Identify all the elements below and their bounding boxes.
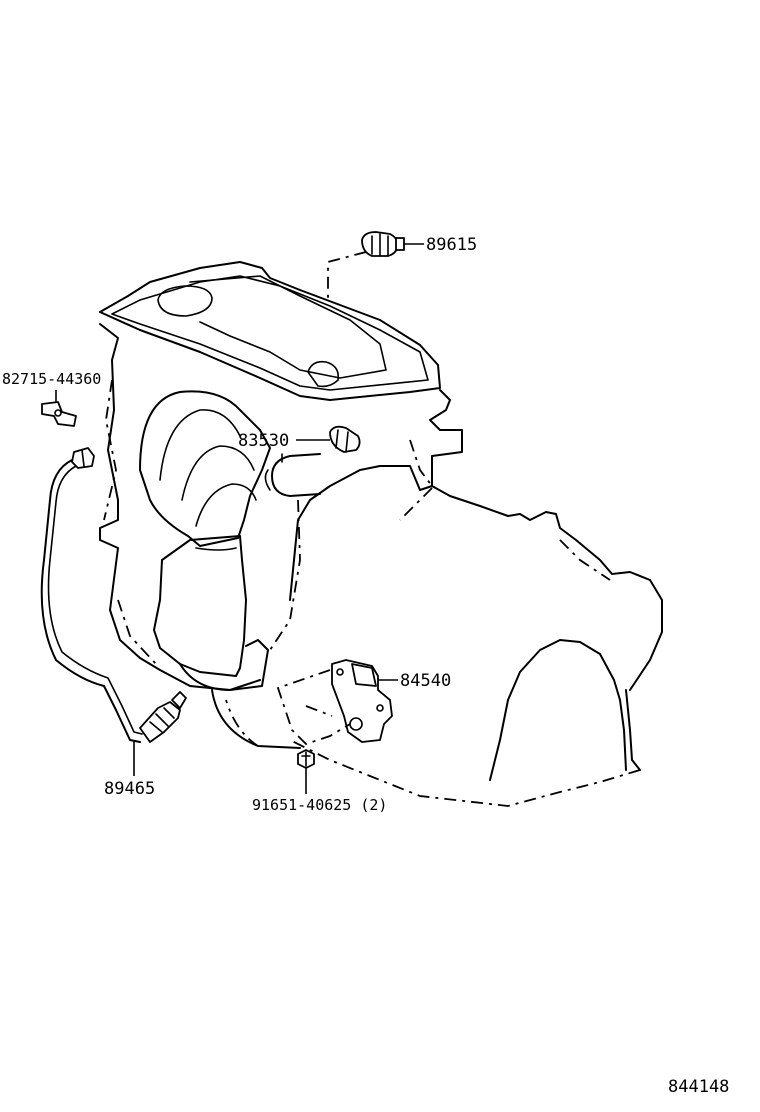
part-83530: 83530 [238,425,361,463]
switch-84540-hole-right [376,704,384,712]
part-84540: 84540 [276,659,451,746]
sensor-89465-tip [171,691,187,709]
pipe-flange [211,689,301,749]
part-91651: 91651-40625 (2) [252,749,387,814]
switch-84540-connector [351,663,377,687]
connector-89465-detail [81,449,85,467]
exhaust-manifold [139,390,271,547]
sensor-89615-hex [371,233,389,257]
head-cover [99,261,441,401]
part-89615: 89615 [327,231,477,300]
leader-89615-hidden [327,251,367,300]
pipe-hidden [225,699,259,747]
manifold-runner-1 [159,409,241,481]
exhaust-pipe [179,639,269,691]
switch-84540-hidden-box [276,669,351,746]
transmission-top [431,485,663,691]
part-89465: 89465 [40,447,187,799]
switch-84540-hole-top [336,668,344,676]
switch-84540-hidden-axis [305,705,333,717]
transmission-hidden-bottom [289,739,641,807]
converter-shield [195,547,237,551]
switch-84540-body [331,659,393,743]
bracket-hole [54,409,62,417]
switch-83530-hex [335,429,349,453]
engine-block [99,261,663,807]
transmission-bell [489,639,627,781]
catalytic-converter [153,535,247,677]
block-hidden-left [103,379,117,521]
head-rib [189,275,387,379]
cable-89465-inner [47,465,143,735]
block-hidden-center [269,499,301,651]
head-cover-inner [111,275,429,391]
figure-number: 844148 [668,1077,729,1097]
transmission-rib [625,689,641,771]
label-89465: 89465 [104,779,155,799]
manifold-runner-2 [181,445,255,501]
sensor-89465-body [139,701,181,743]
oil-cap [157,285,213,317]
transmission-hidden-right [559,539,611,581]
intake-ring [264,469,271,491]
cylinder-head [99,323,261,691]
block-hidden-low [117,599,157,665]
manifold-runner-3 [195,483,257,527]
label-84540: 84540 [400,671,451,691]
transmission-hidden-left [399,487,433,521]
intake-tube [271,453,321,497]
label-83530: 83530 [238,431,289,451]
cable-89465-outer [40,459,141,743]
label-89615: 89615 [426,235,477,255]
plug-boss [307,360,340,388]
part-82715: 82715-44360 [2,370,101,427]
label-82715: 82715-44360 [2,370,101,388]
bracket-82715 [41,401,77,427]
bolt-91651-detail [301,751,311,767]
label-91651: 91651-40625 (2) [252,796,387,814]
head-right-edge [289,389,463,601]
sensor-89615-tip [395,237,405,251]
block-hidden-right [409,439,433,487]
switch-83530-body [329,425,361,453]
sensor-89465-threads [149,707,175,733]
